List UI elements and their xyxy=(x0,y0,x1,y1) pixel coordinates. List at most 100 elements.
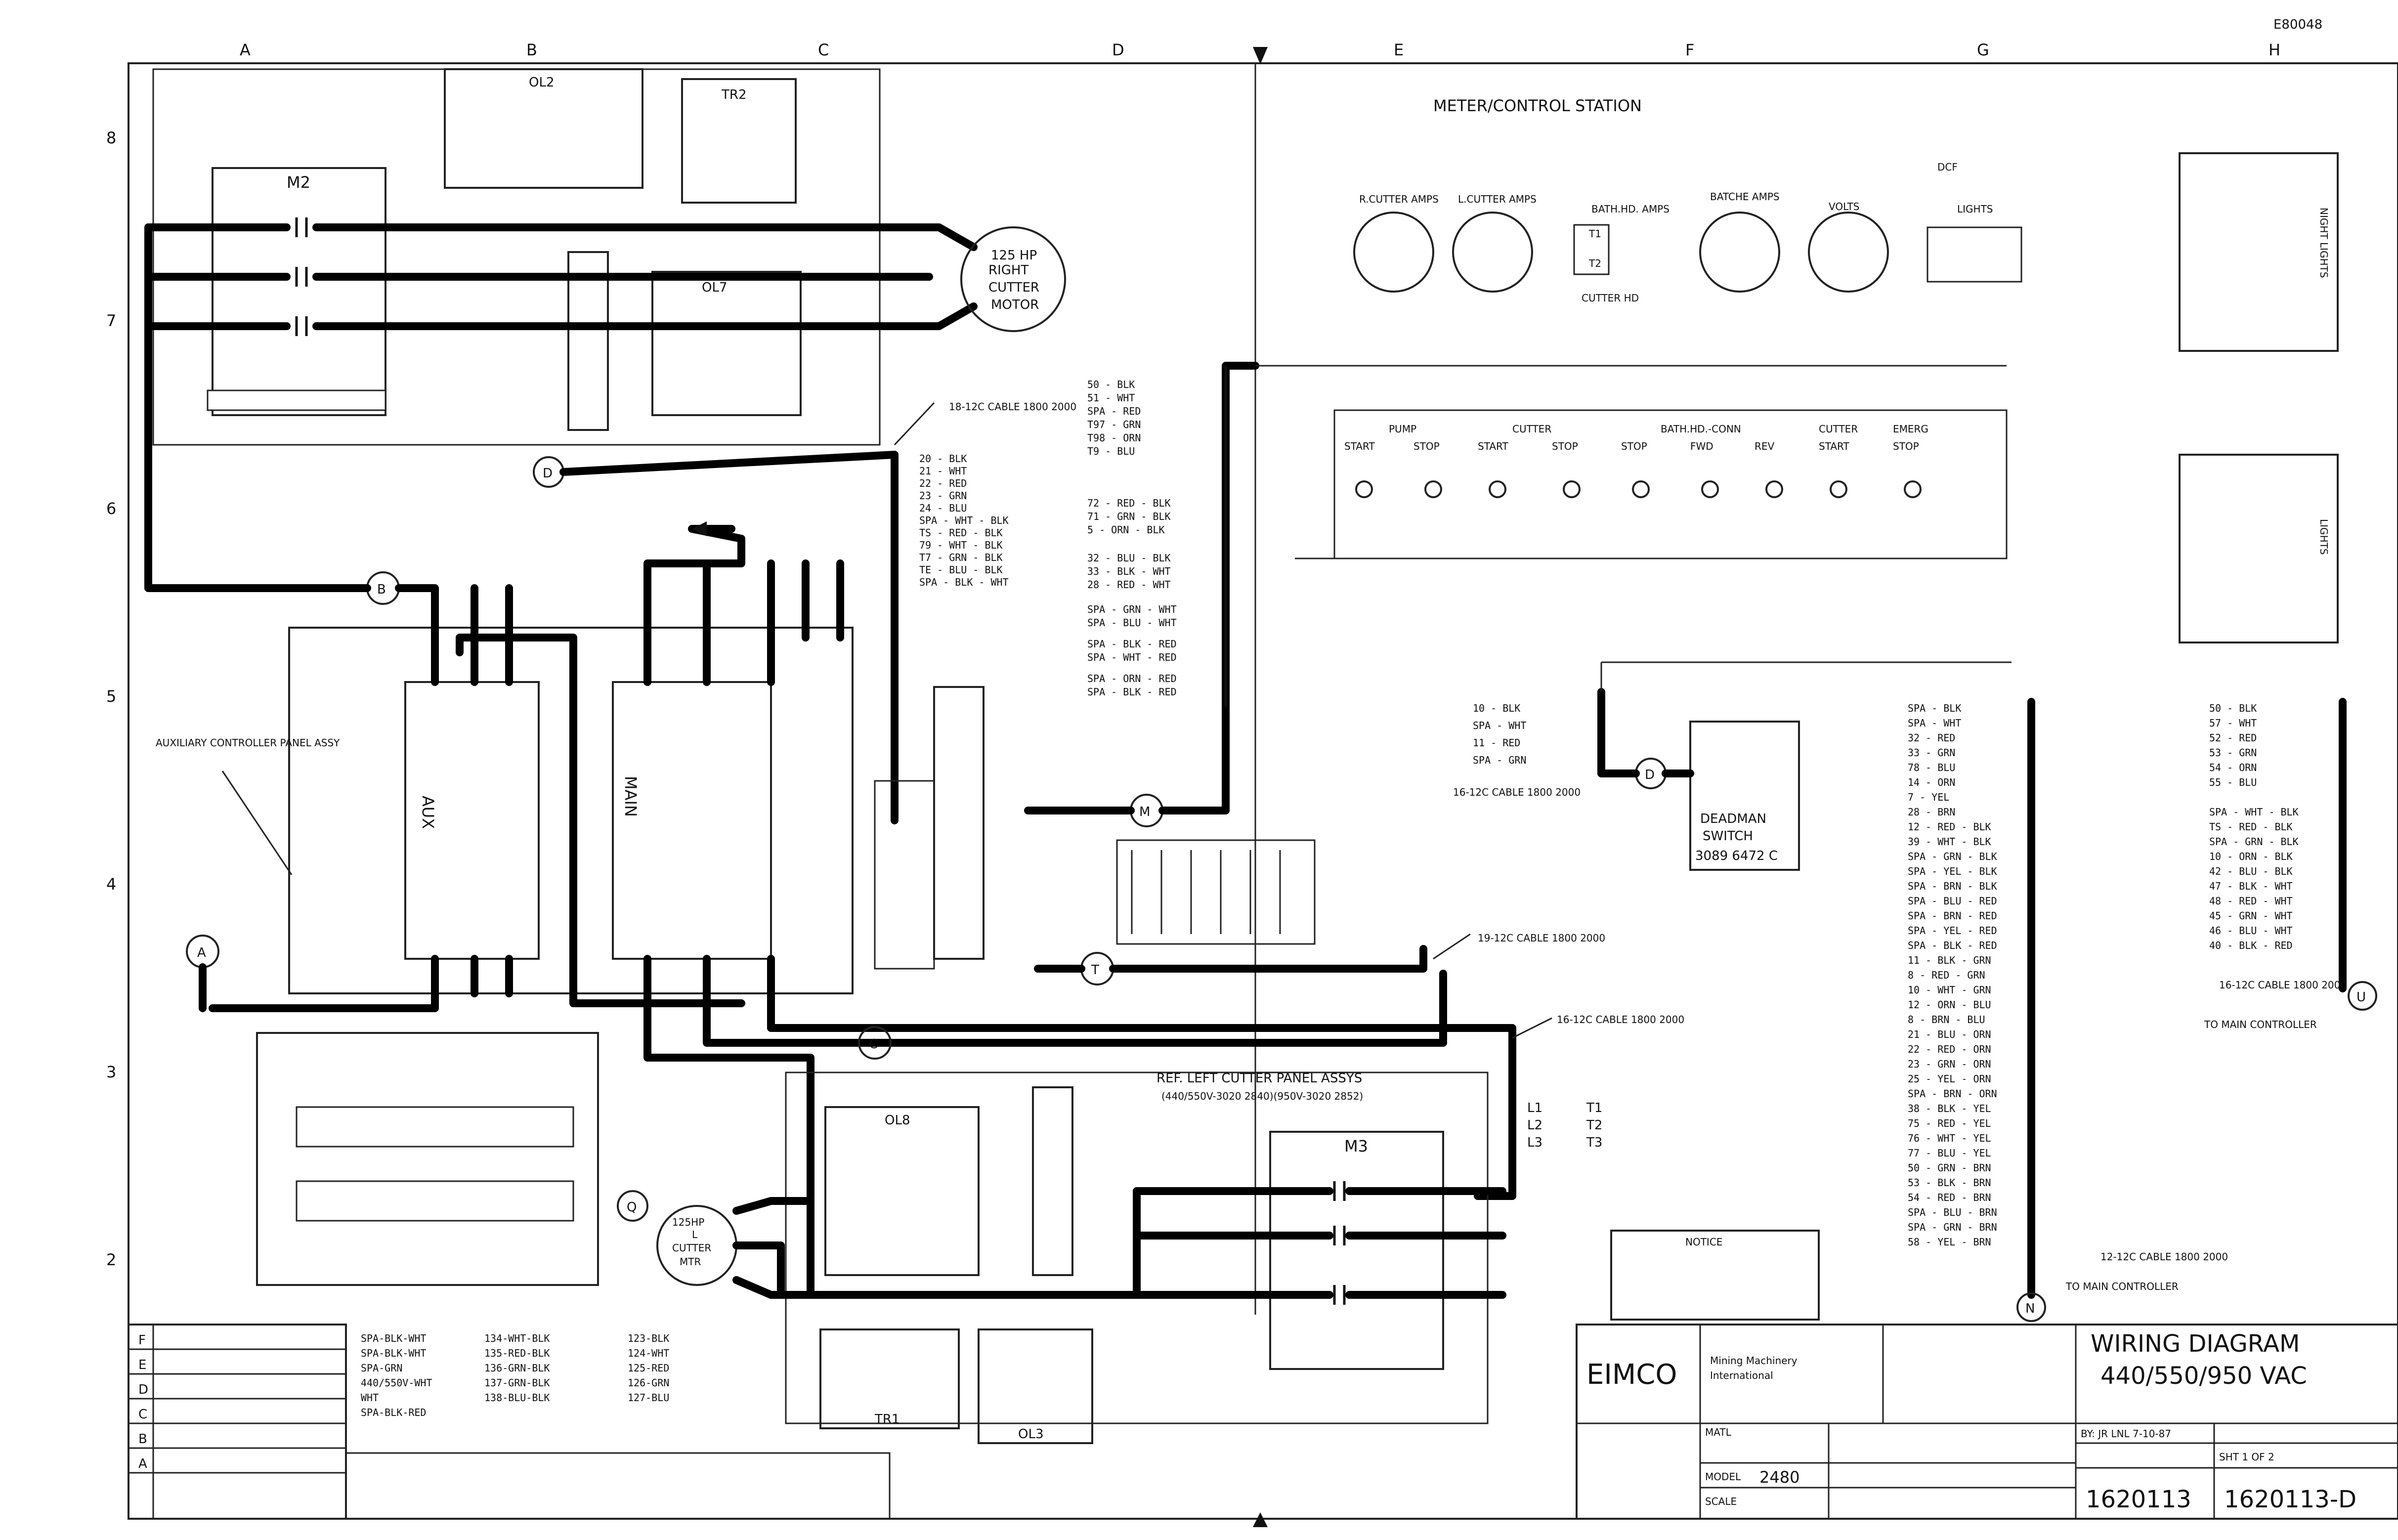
drawn-by: BY: JR LNL 7-10-87 xyxy=(2081,1428,2171,1440)
wire-entry: SPA - BLK - RED xyxy=(1087,638,1177,650)
wire-entry: SPA - BRN - BLK xyxy=(1908,880,1997,892)
wire-entry: T97 - GRN xyxy=(1087,419,1141,430)
wire-entry: 11 - RED xyxy=(1473,737,1520,749)
wire-entry: 72 - RED - BLK xyxy=(1087,497,1171,509)
wire-entry: 53 - BLK - BRN xyxy=(1908,1177,1991,1189)
wire-entry: 51 - WHT xyxy=(1087,392,1135,404)
night-lights-label: NIGHT LIGHTS xyxy=(2318,208,2330,278)
connector-label: T xyxy=(1091,963,1099,978)
wire-table-mid: 134-WHT-BLK 135-RED-BLK 136-GRN-BLK 137-… xyxy=(484,1332,550,1404)
wire-entry: SPA - RED xyxy=(1087,405,1141,417)
wire-entry: SPA - BLU - WHT xyxy=(1087,617,1177,629)
zone-number: 4 xyxy=(106,875,116,894)
m2-label: M2 xyxy=(287,173,310,192)
drawing-number: 1620113 xyxy=(2086,1486,2191,1513)
zone-number: 2 xyxy=(106,1250,116,1269)
drawing-title: WIRING DIAGRAM xyxy=(2091,1330,2300,1358)
wire-entry: 123-BLK xyxy=(628,1332,669,1344)
wire-entry: 8 - BRN - BLU xyxy=(1908,1014,1985,1026)
rev-row: C xyxy=(138,1407,147,1422)
wire-entry: SPA - GRN - BLK xyxy=(1908,851,1997,862)
center-mark-top xyxy=(1253,47,1268,64)
to-main-controller: TO MAIN CONTROLLER xyxy=(2065,1281,2179,1292)
wire-entry: 440/550V-WHT xyxy=(361,1377,432,1389)
wire-entry: 42 - BLU - BLK xyxy=(2209,865,2293,877)
rev-row: D xyxy=(138,1382,148,1397)
pb-group: PUMP xyxy=(1389,423,1416,435)
zone-numbers: 8 7 6 5 4 3 2 xyxy=(106,128,116,1269)
wire-entry: 21 - WHT xyxy=(919,465,967,477)
wire-entry: SPA-BLK-WHT xyxy=(361,1332,426,1344)
motor-text: CUTTER xyxy=(988,280,1039,295)
wire-entry: SPA - WHT xyxy=(1908,717,1961,729)
line-label: L3 xyxy=(1527,1135,1542,1150)
cutter-hd-label: CUTTER HD xyxy=(1582,292,1639,304)
pb-group: EMERG xyxy=(1893,423,1928,435)
wire-entry: 12 - RED - BLK xyxy=(1908,821,1991,833)
drawing-border xyxy=(128,62,2398,1520)
wire-entry: 52 - RED xyxy=(2209,732,2257,744)
wire-entry: 40 - BLK - RED xyxy=(2209,940,2293,951)
left-cutter-feeds xyxy=(732,1181,1506,1305)
pb-button: START xyxy=(1819,440,1849,452)
ol7-label: OL7 xyxy=(702,280,728,295)
wire-entry: SPA - BRN - ORN xyxy=(1908,1088,1997,1100)
drawing-voltage: 440/550/950 VAC xyxy=(2100,1362,2307,1390)
connector-label: Q xyxy=(627,1200,637,1215)
wire-entry: 127-BLU xyxy=(628,1392,669,1404)
wire-table-left: SPA-BLK-WHT SPA-BLK-WHT SPA-GRN 440/550V… xyxy=(361,1332,432,1418)
wire-entry: SPA - BLU - BRN xyxy=(1908,1206,1997,1218)
rev-row: E xyxy=(138,1358,146,1372)
connector-label: D xyxy=(1645,768,1655,782)
zone-letter: F xyxy=(1685,41,1694,59)
wire-entry: 28 - BRN xyxy=(1908,806,1955,818)
connector-label: B xyxy=(377,582,386,597)
motor-text: L xyxy=(692,1229,698,1241)
meter xyxy=(1699,212,1780,293)
lights-panel-label: LIGHTS xyxy=(2318,519,2330,555)
wire-entry: SPA-BLK-WHT xyxy=(361,1347,426,1359)
company-name: EIMCO xyxy=(1586,1359,1677,1391)
terminal-block xyxy=(933,686,985,960)
wire-entry: 79 - WHT - BLK xyxy=(919,539,1003,551)
zone-number: 3 xyxy=(106,1063,116,1081)
connector-c xyxy=(858,1026,892,1060)
wire-entry: SPA - GRN xyxy=(1473,754,1526,766)
wire-entry: 10 - BLK xyxy=(1473,702,1520,714)
cable-callout: 19-12C CABLE 1800 2000 xyxy=(1478,932,1605,944)
pb-button: FWD xyxy=(1690,440,1713,452)
wire-entry: SPA - BLK - RED xyxy=(1087,686,1177,698)
wire-entry: SPA - YEL - RED xyxy=(1908,925,1997,937)
deadman-switch xyxy=(1689,721,1800,871)
tr1-box xyxy=(819,1328,960,1429)
wire-entry: TE - BLU - BLK xyxy=(919,564,1003,576)
ol3-label: OL3 xyxy=(1018,1427,1044,1442)
parts-strip xyxy=(345,1452,891,1520)
tr2-label: TR2 xyxy=(721,87,747,102)
pb-group: CUTTER xyxy=(1512,423,1551,435)
line-labels: L1 L2 L3 T1 T2 T3 xyxy=(1527,1101,1602,1150)
wire-entry: 12 - ORN - BLU xyxy=(1908,999,1991,1011)
scale-label: SCALE xyxy=(1705,1496,1737,1507)
rev-row: A xyxy=(138,1456,147,1471)
rev-row: B xyxy=(138,1432,147,1447)
connector-label: U xyxy=(2356,990,2366,1005)
zone-letter: E xyxy=(1394,41,1404,59)
zone-number: 6 xyxy=(106,499,116,518)
aux-contact-strip xyxy=(207,389,386,411)
title-block xyxy=(1576,1324,2398,1520)
wire-entry: 7 - YEL xyxy=(1908,791,1949,803)
meter-label: BATCHE AMPS xyxy=(1710,191,1780,203)
zone-letter: A xyxy=(240,41,251,59)
wire-entry: WHT xyxy=(361,1392,379,1404)
deadman-wires: 10 - BLK SPA - WHT 11 - RED SPA - GRN xyxy=(1473,702,1526,766)
component-array xyxy=(1116,839,1316,945)
pushbutton-row: PUMP START STOP CUTTER START STOP BATH.H… xyxy=(1333,409,2008,559)
wire-entry: SPA - ORN - RED xyxy=(1087,673,1177,684)
wire-entry: 28 - RED - WHT xyxy=(1087,579,1171,591)
wire-entry: 8 - RED - GRN xyxy=(1908,969,1985,981)
tr2-box xyxy=(681,78,797,204)
wire-entry: 55 - BLU xyxy=(2209,776,2257,788)
model-label: MODEL xyxy=(1705,1471,1741,1483)
motor-text: 125HP xyxy=(672,1216,704,1228)
